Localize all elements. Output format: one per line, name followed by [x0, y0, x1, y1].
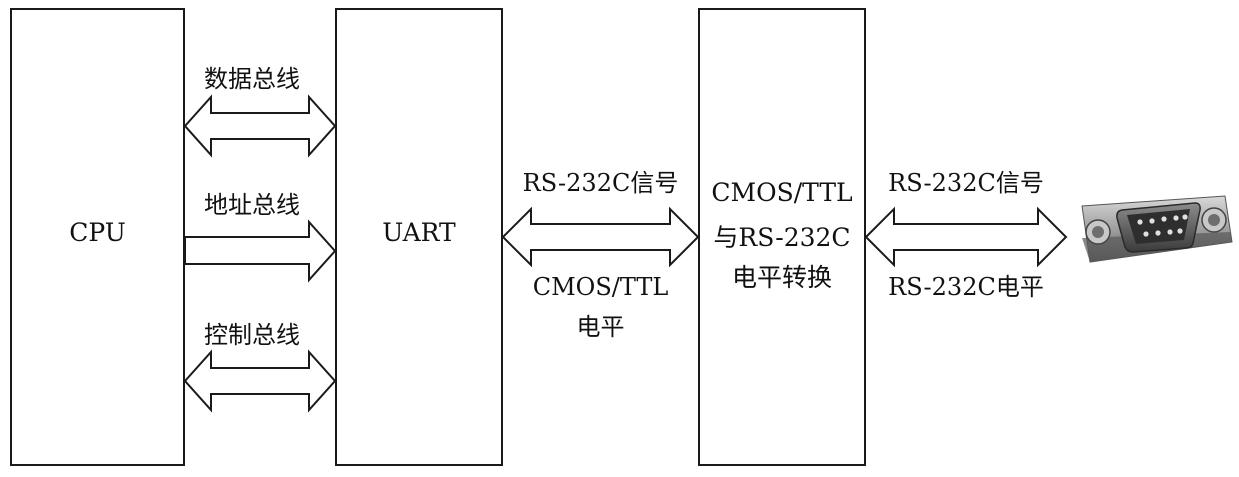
connector-link-bottom-label: RS-232C电平	[888, 273, 1044, 301]
control-bus-label: 控制总线	[204, 321, 300, 349]
uart-block	[335, 8, 503, 466]
address-bus-arrow	[184, 219, 337, 283]
data-bus-label: 数据总线	[204, 65, 300, 93]
data-bus-arrow	[183, 94, 337, 158]
converter-label-line-1: CMOS/TTL	[711, 178, 853, 207]
uart-link-top-label: RS-232C信号	[522, 169, 679, 197]
cpu-block	[10, 8, 185, 466]
connector-link-top-label: RS-232C信号	[888, 169, 1044, 197]
cpu-label: CPU	[69, 218, 126, 247]
converter-label-line-2: 与RS-232C	[713, 223, 851, 252]
converter-label-line-3: 电平转换	[731, 263, 832, 292]
address-bus-label: 地址总线	[204, 191, 300, 219]
db9-serial-connector-icon	[1081, 195, 1233, 263]
converter-connector-arrow	[864, 206, 1068, 268]
control-bus-arrow	[183, 349, 337, 413]
uart-link-bottom-label-line-1: CMOS/TTL	[532, 273, 669, 301]
uart-link-bottom-label-line-2: 电平	[576, 313, 625, 341]
uart-label: UART	[382, 218, 456, 247]
uart-converter-arrow	[501, 206, 700, 268]
